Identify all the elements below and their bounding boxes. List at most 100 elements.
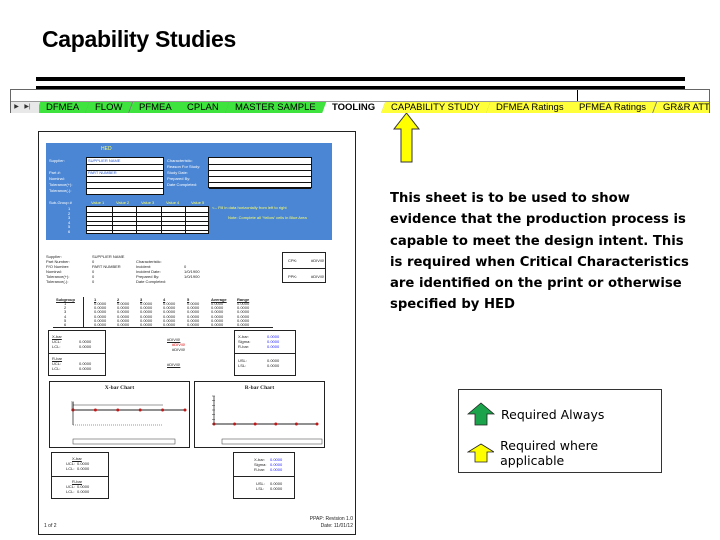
stat-label: X-bar: <box>238 334 249 339</box>
table-cell: 0.0000 <box>140 317 153 323</box>
title-rule-thin <box>36 86 685 89</box>
table-cell: 0.0000 <box>187 309 200 315</box>
right-inputs[interactable] <box>208 157 312 189</box>
data-point <box>138 408 142 412</box>
value-header: Value 1 <box>91 200 105 205</box>
tab-label: CAPABILITY STUDY <box>391 101 480 113</box>
form-value: SUPPLIER NAME <box>88 158 121 163</box>
table-cell: 0.0000 <box>237 313 250 319</box>
stat-label: R-bar: <box>238 344 250 349</box>
form-label: Tolerance(-): <box>49 188 72 193</box>
table-cell: 0.0000 <box>94 317 107 323</box>
stat-label: R-bar: <box>254 467 266 472</box>
cpk-label: CPK: <box>288 258 298 263</box>
table-cell: 0.0000 <box>211 301 224 306</box>
divider <box>577 90 578 101</box>
summary-label: Tolerance(+): <box>46 274 70 279</box>
stat-label: USL: <box>238 358 247 363</box>
summary-value: PART NUMBER <box>92 264 121 269</box>
form-label: Prepared By: <box>167 176 191 181</box>
tab-dfmea-ratings[interactable]: DFMEA Ratings <box>485 102 575 113</box>
table-cell: 4 <box>64 313 67 319</box>
tab-capability-study[interactable]: CAPABILITY STUDY <box>380 101 492 113</box>
tab-gr-r-att-analytic[interactable]: GR&R ATT(Analytic <box>652 102 709 113</box>
legend: Required Always Required where applicabl… <box>458 389 662 473</box>
tab-cplan[interactable]: CPLAN <box>177 102 231 113</box>
summary-label: Tolerance(-): <box>46 279 69 284</box>
tab-pfmea-ratings[interactable]: PFMEA Ratings <box>569 102 658 113</box>
table-cell: 0.0000 <box>117 309 130 315</box>
table-cell: 6 <box>64 322 67 327</box>
stats-summary-box: X-bar: 0.0000 Sigma: 0.0000 R-bar: 0.000… <box>233 452 295 499</box>
xbar-ucl-label: UCL: <box>52 339 62 344</box>
data-point <box>161 408 165 412</box>
table-cell: 0.0000 <box>163 322 176 327</box>
error-cell: #DIV/0! <box>172 347 186 352</box>
legend-label: Required where applicable <box>500 438 599 468</box>
table-cell: 0.0000 <box>94 322 107 327</box>
form-label: Date Completed: <box>167 182 198 187</box>
scroll-tabs-last-icon[interactable]: ▶| <box>22 102 33 113</box>
stat-value: 0.0000 <box>267 344 280 349</box>
data-point <box>274 422 278 426</box>
rbar-ucl-label: UCL: <box>52 361 62 366</box>
note-fill: <-- Fill in data horizontally from left … <box>212 205 287 210</box>
xbar-chart: X-bar Chart <box>49 381 190 448</box>
summary-label: Supplier: <box>46 254 62 259</box>
table-cell: 0.0000 <box>211 313 224 319</box>
data-point <box>183 408 187 412</box>
tab-label: TOOLING <box>331 101 376 113</box>
xbar-rbar-limits-box: X-bar UCL: 0.0000 LCL: 0.0000 R-bar UCL:… <box>48 330 106 376</box>
stat-value: 0.0000 <box>270 462 283 467</box>
error-cell: #DIV/0! <box>167 337 181 342</box>
xbar-ucl-value: 0.0000 <box>77 461 90 466</box>
xbar-title: X-bar <box>72 456 82 461</box>
summary-value: SUPPLIER NAME <box>92 254 125 259</box>
value-header: Value 3 <box>141 200 155 205</box>
table-cell: 0.0000 <box>163 313 176 319</box>
table-cell: 0.0000 <box>163 301 176 306</box>
legend-item-required-always: Required Always <box>467 402 604 426</box>
data-point <box>253 422 257 426</box>
summary-value: 0 <box>92 269 95 274</box>
rbar-lcl-label: LCL: <box>66 489 75 494</box>
table-cell: 2 <box>64 305 67 311</box>
xbar-title: X-bar <box>52 334 62 339</box>
form-label: Nominal: <box>49 176 65 181</box>
stats-box: X-bar: 0.0000 Sigma: 0.0000 R-bar: 0.000… <box>234 330 296 376</box>
table-cell: 0.0000 <box>117 317 130 323</box>
left-inputs[interactable] <box>86 157 164 195</box>
error-cell: #DIV/0! <box>172 342 186 347</box>
tab-dfmea[interactable]: DFMEA <box>35 101 91 113</box>
tab-flow[interactable]: FLOW <box>85 102 134 113</box>
description-line: This sheet is to be used to show <box>390 191 630 206</box>
table-cell: 0.0000 <box>94 313 107 319</box>
scroll-tabs-left-icon[interactable]: ▶ <box>11 102 22 113</box>
summary-value: 0 <box>92 279 95 284</box>
tab-master-sample[interactable]: MASTER SAMPLE <box>224 102 328 113</box>
ppk-label: PPK: <box>288 274 298 279</box>
chart-legend <box>221 438 323 445</box>
ppk-value: #DIV/0! <box>311 274 325 279</box>
table-cell: 0.0000 <box>94 301 107 306</box>
form-label: Part #: <box>49 170 61 175</box>
summary-label: Date Completed: <box>136 279 167 284</box>
tab-tooling[interactable]: TOOLING <box>321 101 387 113</box>
stat-label: Sigma: <box>238 339 251 344</box>
data-entry-grid[interactable] <box>86 206 209 234</box>
tab-pfmea[interactable]: PFMEA <box>128 102 183 113</box>
subgroup-number: 2 <box>68 210 71 216</box>
xbar-chart-title: X-bar Chart <box>104 385 135 391</box>
summary-label: P/O Number: <box>46 264 70 269</box>
summary-value: 0 <box>92 274 95 279</box>
subgroup-number: 5 <box>68 224 71 229</box>
title-rule-thick <box>36 77 685 81</box>
tab-label: DFMEA <box>46 101 80 113</box>
table-cell: 0.0000 <box>117 322 130 327</box>
table-cell: 0.0000 <box>140 305 153 311</box>
table-header: 4 <box>163 297 166 302</box>
table-header: 3 <box>140 297 143 302</box>
note-complete: Note: Complete all 'Yellow' cells in Blu… <box>228 215 307 220</box>
stat-value: 0.0000 <box>270 457 283 462</box>
